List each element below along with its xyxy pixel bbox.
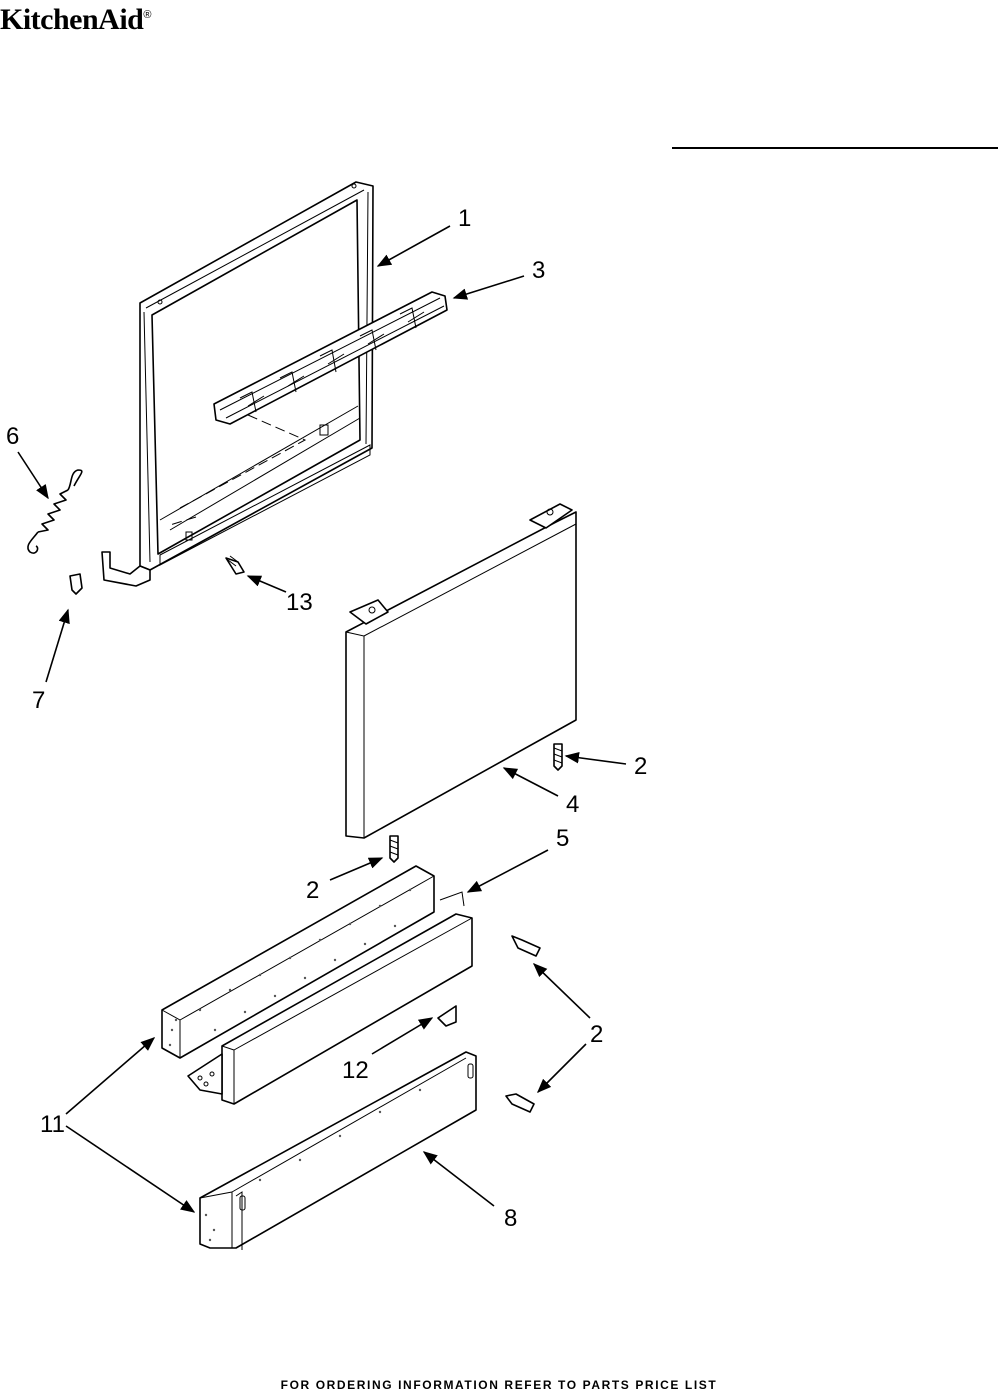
callout-2-screw-side: 2: [590, 1021, 603, 1048]
kick-plate-part: [187, 891, 473, 1105]
footer-note: FOR ORDERING INFORMATION REFER TO PARTS …: [280, 1378, 718, 1392]
screw-part-2a: [553, 743, 563, 771]
toe-plate-part: [199, 1051, 477, 1250]
callout-6: 6: [6, 423, 19, 450]
header-rule: [672, 147, 998, 149]
callout-4: 4: [566, 791, 579, 818]
callout-11: 11: [40, 1111, 65, 1138]
spring-part: [27, 469, 83, 554]
mount-guide-dashes: [169, 414, 307, 526]
callout-2-screw-panel: 2: [634, 753, 647, 780]
screw-part-2d: [505, 1093, 535, 1113]
insulation-block-part: [161, 865, 435, 1059]
callout-1: 1: [458, 205, 471, 232]
callout-8: 8: [504, 1205, 517, 1232]
callout-3: 3: [532, 257, 545, 284]
bracket-part: [213, 291, 448, 425]
brand-name: KitchenAid: [0, 3, 144, 36]
door-frame-part: [101, 181, 374, 587]
brand-logo: KitchenAid®: [0, 0, 151, 35]
callout-12: 12: [342, 1057, 369, 1084]
callout-7: 7: [32, 687, 45, 714]
screw-part-2b: [389, 835, 399, 863]
screw-part-13: [225, 555, 245, 575]
callout-5: 5: [556, 825, 569, 852]
screw-part-2c: [511, 935, 541, 957]
registered-mark: ®: [143, 9, 151, 21]
door-panel-part: [345, 503, 577, 839]
clip-part: [69, 573, 83, 595]
clip-part-12: [437, 1005, 457, 1027]
callout-2-screw-lower: 2: [306, 877, 319, 904]
callout-leaders: [17, 225, 627, 1213]
callout-13: 13: [286, 589, 313, 616]
